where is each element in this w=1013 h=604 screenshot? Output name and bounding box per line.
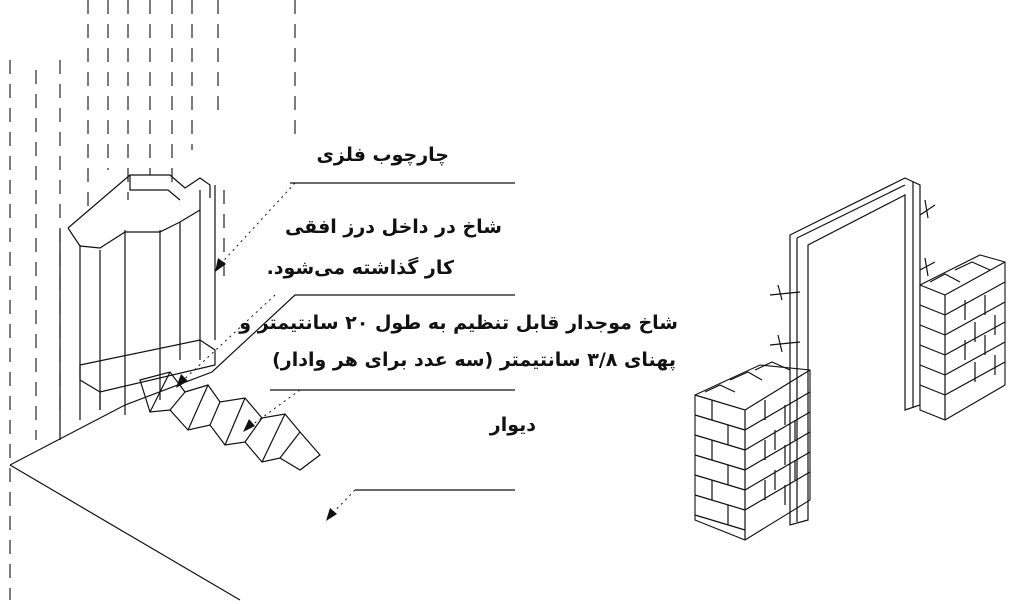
anchor-tie-1 xyxy=(769,284,801,301)
label-wall: دیوار xyxy=(489,414,536,436)
left-brick-wall xyxy=(694,361,811,541)
label-tie-in-joint-line2: کار گذاشته می‌شود. xyxy=(266,257,454,279)
label-corrugated-tie-line1: شاخ موجدار قابل تنظیم به طول ۲۰ سانتیمتر… xyxy=(239,312,678,334)
label-tie-in-joint-line1: شاخ در داخل درز افقی xyxy=(284,216,502,238)
label-corrugated-tie-line2: پهنای ۳/۸ سانتیمتر (سه عدد برای هر وادار… xyxy=(272,349,676,371)
metal-door-frame xyxy=(789,177,921,526)
anchor-tie-2 xyxy=(769,334,801,353)
right-brick-wall xyxy=(919,254,1006,421)
label-metal-frame: چارچوب فلزی xyxy=(316,144,449,166)
anchor-tie-3 xyxy=(919,199,936,219)
anchor-tie-4 xyxy=(919,257,936,277)
